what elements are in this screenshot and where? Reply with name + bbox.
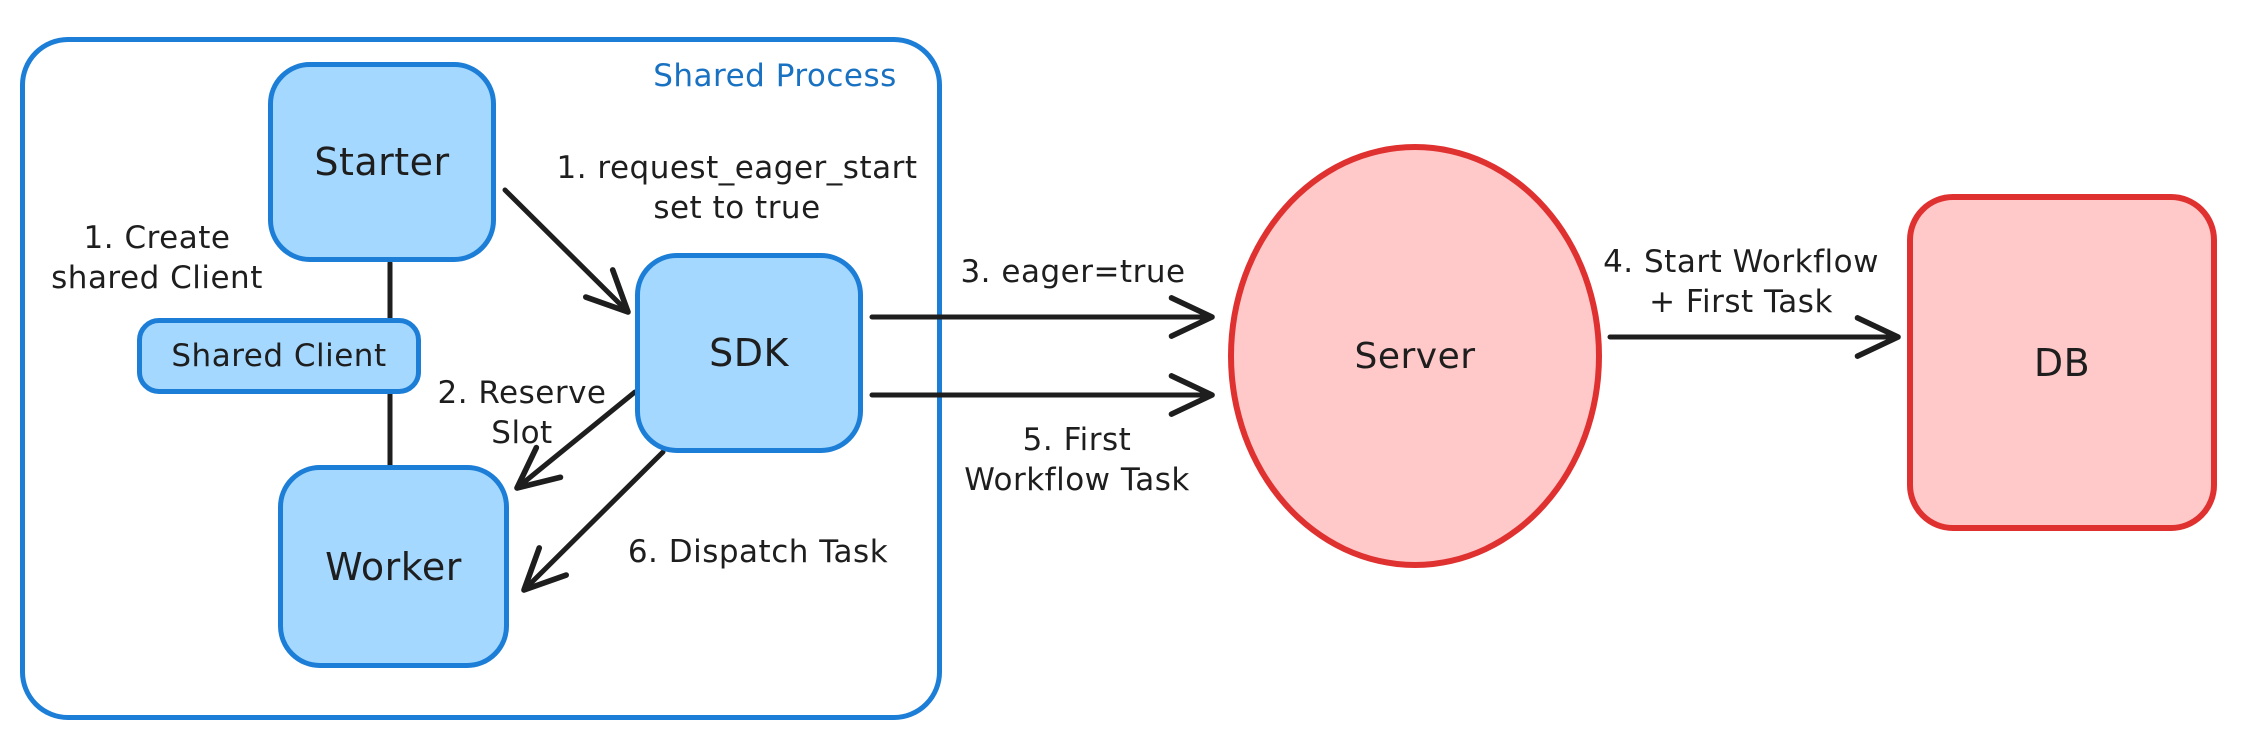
arrow-starter-to-sdk — [502, 187, 631, 315]
annotation-dispatch-task: 6. Dispatch Task — [627, 534, 889, 570]
node-worker-label: Worker — [325, 544, 462, 589]
annotation-reserve-slot: 2. Reserve Slot — [437, 375, 607, 451]
node-shared-client: Shared Client — [137, 318, 421, 394]
node-db: DB — [1907, 194, 2217, 531]
annotation-request-eager-start: 1. request_eager_start set to true — [556, 150, 918, 226]
annotation-start-workflow-first-task: 4. Start Workflow + First Task — [1603, 244, 1879, 320]
arrow-sdk-to-worker-dispatch-task — [521, 449, 666, 593]
shared-process-title: Shared Process — [653, 58, 897, 94]
node-sdk-label: SDK — [709, 331, 789, 375]
node-starter-label: Starter — [314, 140, 450, 184]
annotation-first-workflow-task: 5. First Workflow Task — [964, 422, 1190, 498]
shared-process-container — [20, 37, 942, 720]
node-server: Server — [1228, 144, 1602, 568]
node-server-label: Server — [1354, 335, 1476, 377]
annotation-eager-true: 3. eager=true — [960, 254, 1186, 290]
node-worker: Worker — [278, 465, 509, 668]
node-shared-client-label: Shared Client — [171, 338, 387, 374]
annotation-create-shared-client: 1. Create shared Client — [51, 220, 263, 296]
node-starter: Starter — [268, 62, 496, 262]
node-db-label: DB — [2033, 340, 2091, 385]
arrow-sdk-to-worker-reserve-slot — [514, 389, 638, 491]
node-sdk: SDK — [635, 253, 863, 453]
